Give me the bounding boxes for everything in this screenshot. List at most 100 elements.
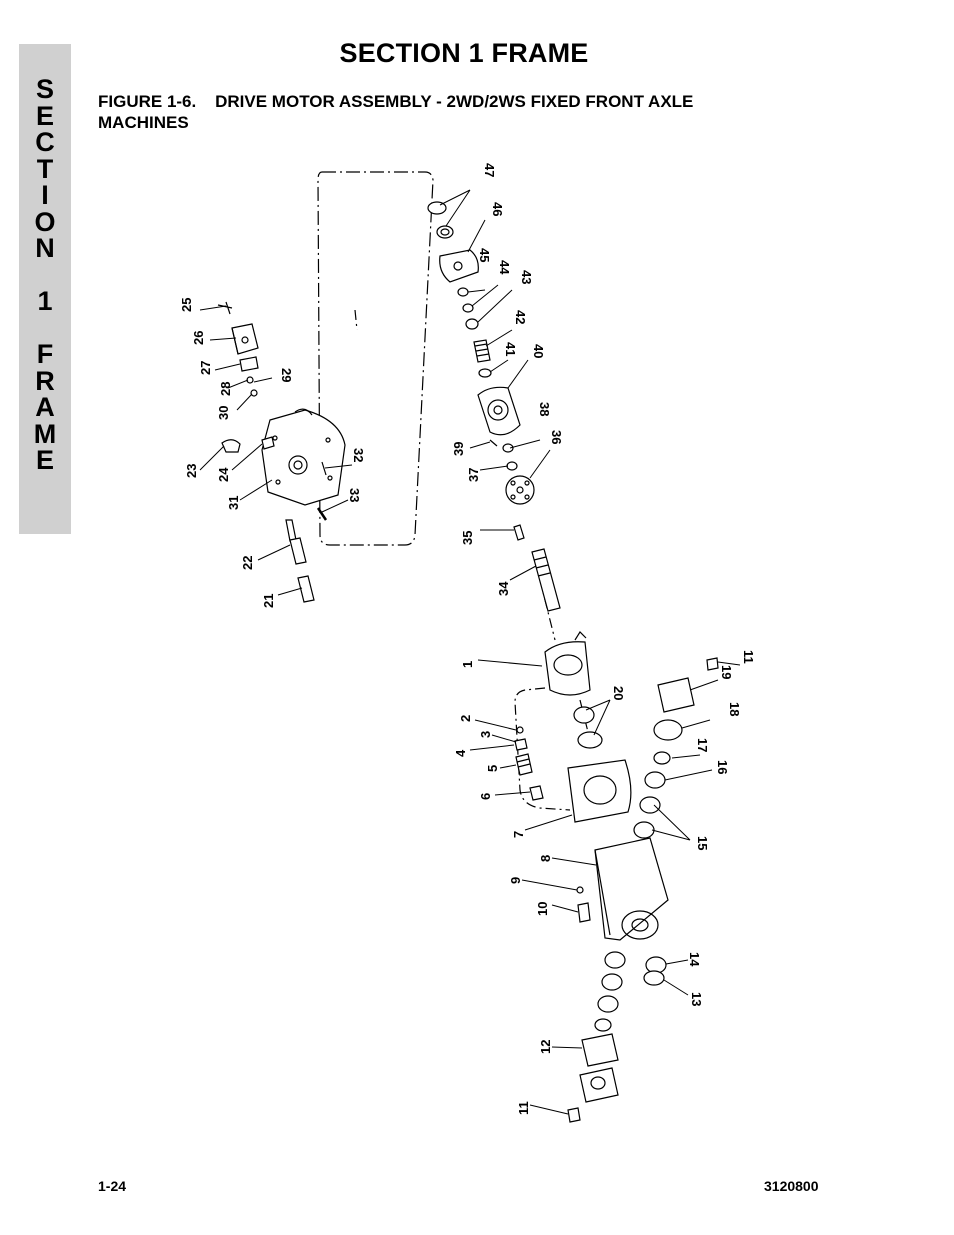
washer-part-lower — [594, 1018, 612, 1032]
seal-part-47a — [427, 201, 447, 215]
cylinder-block-part-40 — [477, 386, 521, 436]
side-tab-letter: S — [35, 74, 54, 104]
callout-17: 17 — [695, 738, 710, 752]
callout-21: 21 — [261, 594, 276, 608]
callout-36: 36 — [549, 430, 564, 444]
callout-29: 29 — [279, 368, 294, 382]
callout-3: 3 — [478, 731, 493, 738]
side-tab-letter: F — [36, 339, 54, 369]
ring-part-43 — [465, 318, 479, 330]
section-side-tab: S E C T I O N 1 F R A M E — [19, 44, 71, 534]
side-tab-letter: E — [35, 100, 54, 131]
pin-part-39 — [489, 439, 498, 447]
callout-38: 38 — [537, 402, 552, 416]
callout-26: 26 — [191, 331, 206, 345]
callout-45: 45 — [477, 248, 492, 262]
screw-part-10 — [577, 902, 591, 923]
callout-12: 12 — [538, 1040, 553, 1054]
side-tab-letter: 1 — [37, 286, 53, 316]
valve-cap-part-26 — [231, 323, 259, 355]
leader-lines — [199, 189, 741, 1115]
pin-part-35 — [513, 524, 525, 541]
bearing-part-lower-c — [597, 995, 619, 1013]
ring-part-38 — [502, 443, 514, 453]
callout-37: 37 — [466, 468, 481, 482]
callout-39: 39 — [451, 442, 466, 456]
callout-19: 19 — [719, 665, 734, 679]
bearing-part-lower-b — [601, 973, 623, 991]
shaft-part-22 — [285, 519, 307, 565]
end-cover-part-7 — [567, 759, 632, 823]
seal-part-16 — [644, 771, 666, 789]
callout-15: 15 — [695, 836, 710, 850]
callout-35: 35 — [460, 531, 475, 545]
ball-part-9 — [576, 886, 584, 894]
callout-1: 1 — [460, 661, 475, 668]
bearing-part-20a — [573, 706, 595, 724]
callout-44: 44 — [497, 260, 512, 275]
plate-part-46 — [439, 249, 479, 283]
callout-34: 34 — [496, 581, 511, 596]
motor-housing-part-8 — [594, 837, 669, 941]
assembly-path-loop — [317, 171, 434, 546]
bearing-part-lower-a — [604, 951, 626, 969]
plug-part-6 — [529, 785, 544, 801]
ring-part-37 — [506, 461, 518, 471]
callout-33: 33 — [347, 488, 362, 502]
screw-part-11-top — [706, 657, 719, 671]
callout-42: 42 — [513, 310, 528, 324]
callout-46: 46 — [490, 202, 505, 216]
callout-11-top: 11 — [741, 650, 756, 664]
bearing-part-20b — [577, 731, 603, 749]
side-tab-letter: M — [33, 418, 57, 449]
callout-7: 7 — [511, 831, 526, 838]
callout-18: 18 — [727, 702, 742, 716]
callout-41: 41 — [503, 342, 518, 356]
callout-43: 43 — [519, 270, 534, 284]
callout-27: 27 — [198, 361, 213, 375]
retainer-part-36 — [505, 475, 535, 505]
ring-part-45 — [457, 287, 469, 297]
swashplate-part-1 — [544, 631, 591, 696]
callout-6: 6 — [478, 793, 493, 800]
section-title: SECTION 1 FRAME — [339, 38, 589, 68]
side-tab-letter: I — [41, 180, 49, 210]
callout-2: 2 — [458, 715, 473, 722]
callout-22: 22 — [240, 556, 255, 570]
side-tab-letter: O — [34, 206, 56, 237]
callout-4: 4 — [453, 749, 468, 757]
assembly-path-upper — [354, 309, 358, 331]
pin-part-33 — [316, 507, 328, 521]
callout-25: 25 — [179, 298, 194, 312]
callout-28: 28 — [218, 382, 233, 396]
ring-part-41 — [478, 368, 492, 378]
ring-part-13 — [643, 970, 665, 986]
washer-part-17 — [653, 751, 671, 765]
shaft-part-34 — [531, 548, 561, 612]
document-number: 3120800 — [764, 1178, 819, 1194]
cover-part-lower — [579, 1067, 619, 1103]
callout-30: 30 — [216, 406, 231, 420]
side-tab-letter: R — [35, 365, 55, 396]
ball-part-3 — [516, 726, 524, 734]
plug-part-23 — [221, 439, 241, 453]
gasket-part-18 — [653, 719, 683, 741]
side-tab-letter: N — [35, 233, 55, 263]
side-tab-letter: A — [35, 392, 55, 422]
callout-40: 40 — [531, 344, 546, 358]
side-tab-letter: E — [35, 445, 54, 475]
side-tab-letter: C — [35, 127, 55, 157]
gasket-part-27 — [239, 356, 259, 372]
callout-31: 31 — [226, 496, 241, 510]
figure-title: FIGURE 1-6. DRIVE MOTOR ASSEMBLY - 2WD/2… — [98, 92, 694, 132]
callout-9: 9 — [508, 877, 523, 884]
callout-32: 32 — [351, 448, 366, 462]
page-number: 1-24 — [98, 1178, 127, 1194]
cover-part-19 — [657, 677, 695, 713]
side-tab-letter: T — [36, 153, 54, 184]
callout-24: 24 — [216, 467, 231, 482]
bearing-part-15b — [633, 821, 655, 839]
callout-13: 13 — [689, 992, 704, 1006]
callout-5: 5 — [485, 765, 500, 772]
